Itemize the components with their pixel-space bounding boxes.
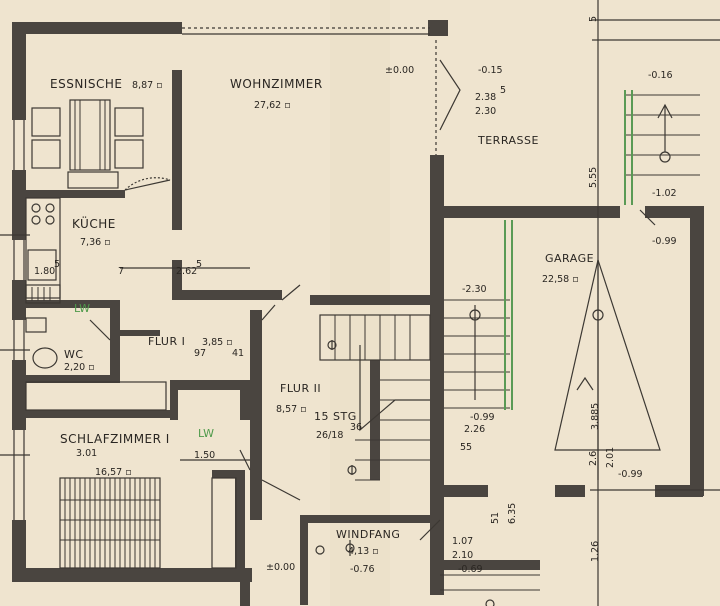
dim-7: 7 — [118, 266, 124, 277]
dim-262-sup: 5 — [196, 259, 202, 270]
dim-m099b: -0.99 — [470, 412, 495, 423]
dim-m099a: -0.99 — [652, 236, 677, 247]
flur2-area: 8,57 ▫ — [276, 404, 307, 415]
garage-name: GARAGE — [545, 252, 594, 265]
dim-55: 55 — [460, 442, 472, 453]
windfang-area: 4,13 ▫ — [348, 546, 379, 557]
stair-count: 15 STG — [314, 410, 357, 423]
kitchen-counter — [25, 177, 171, 304]
kueche-name: KÜCHE — [72, 215, 116, 231]
dim-top: 5 — [588, 16, 599, 22]
dim-41: 41 — [232, 348, 244, 359]
dim-555: 5.55 — [588, 167, 599, 188]
dim-level-000: ±0.00 — [385, 65, 414, 76]
dimension-labels: ±0.00 -0.15 2.38 5 2.30 -0.16 5.55 -1.02… — [34, 16, 677, 575]
dim-180: 1.80 — [34, 266, 55, 277]
schlafzimmer-name: SCHLAFZIMMER I — [60, 432, 170, 446]
flur1-name: FLUR I — [148, 335, 185, 348]
garage-area: 22,58 ▫ — [542, 274, 579, 285]
dim-635: 6.35 — [507, 503, 518, 524]
dim-238: 2.38 — [475, 92, 496, 103]
dining-table — [31, 99, 144, 189]
dim-m102: -1.02 — [652, 188, 677, 199]
interior-walls — [20, 70, 442, 605]
dim-107: 1.07 — [452, 536, 473, 547]
dim-m230: -2.30 — [462, 284, 487, 295]
wc-name: WC — [64, 348, 84, 361]
flur1-area: 3,85 ▫ — [202, 337, 233, 348]
window-marks — [12, 27, 437, 520]
door-swings — [239, 59, 656, 541]
dim-150: 1.50 — [194, 450, 215, 461]
dim-180-sup: 5 — [54, 259, 60, 270]
dim-238-sup: 5 — [500, 85, 506, 96]
room-labels: ESSNISCHE 8,87 ▫ WOHNZIMMER 27,62 ▫ KÜCH… — [50, 77, 594, 557]
dim-230: 2.30 — [475, 106, 496, 117]
dim-3885: 3.885 — [590, 403, 601, 430]
dim-51: 51 — [490, 512, 501, 524]
wc-fixtures — [25, 317, 111, 369]
dim-m069: -0.69 — [458, 564, 483, 575]
dim-226: 2.26 — [464, 424, 485, 435]
kueche-area: 7,36 ▫ — [80, 237, 111, 248]
wc-area: 2,20 ▫ — [64, 362, 95, 373]
dim-262: 2.62 — [176, 266, 197, 277]
dim-26: 2.6 — [588, 451, 599, 466]
staircase — [319, 314, 431, 481]
lw-label-1: LW — [74, 302, 90, 315]
dim-000b: ±0.00 — [266, 562, 295, 573]
wohnzimmer-name: WOHNZIMMER — [230, 77, 323, 91]
terrace-steps — [624, 90, 700, 205]
windfang-name: WINDFANG — [336, 528, 400, 541]
dim-301: 3.01 — [76, 448, 97, 459]
bed — [25, 381, 237, 569]
dim-m099c: -0.99 — [618, 469, 643, 480]
dim-m015: -0.15 — [478, 65, 503, 76]
dim-126: 1.26 — [590, 541, 601, 562]
dim-m016: -0.16 — [648, 70, 673, 81]
terrasse-name: TERRASSE — [477, 134, 539, 147]
cellar-stairs — [444, 220, 513, 410]
essnische-area: 8,87 ▫ — [132, 80, 163, 91]
stair-dims: 26/18 — [316, 430, 343, 441]
entry-steps — [315, 540, 540, 606]
flur2-name: FLUR II — [280, 382, 321, 395]
dim-201: 2.01 — [605, 447, 616, 468]
dim-97: 97 — [194, 348, 206, 359]
essnische-name: ESSNISCHE — [50, 77, 122, 91]
stair-dims-sup: 36 — [350, 422, 362, 433]
dim-210: 2.10 — [452, 550, 473, 561]
lw-label-2: LW — [198, 427, 214, 440]
schlafzimmer-area: 16,57 ▫ — [95, 467, 132, 478]
wohnzimmer-area: 27,62 ▫ — [254, 100, 291, 111]
dim-m076: -0.76 — [350, 564, 375, 575]
